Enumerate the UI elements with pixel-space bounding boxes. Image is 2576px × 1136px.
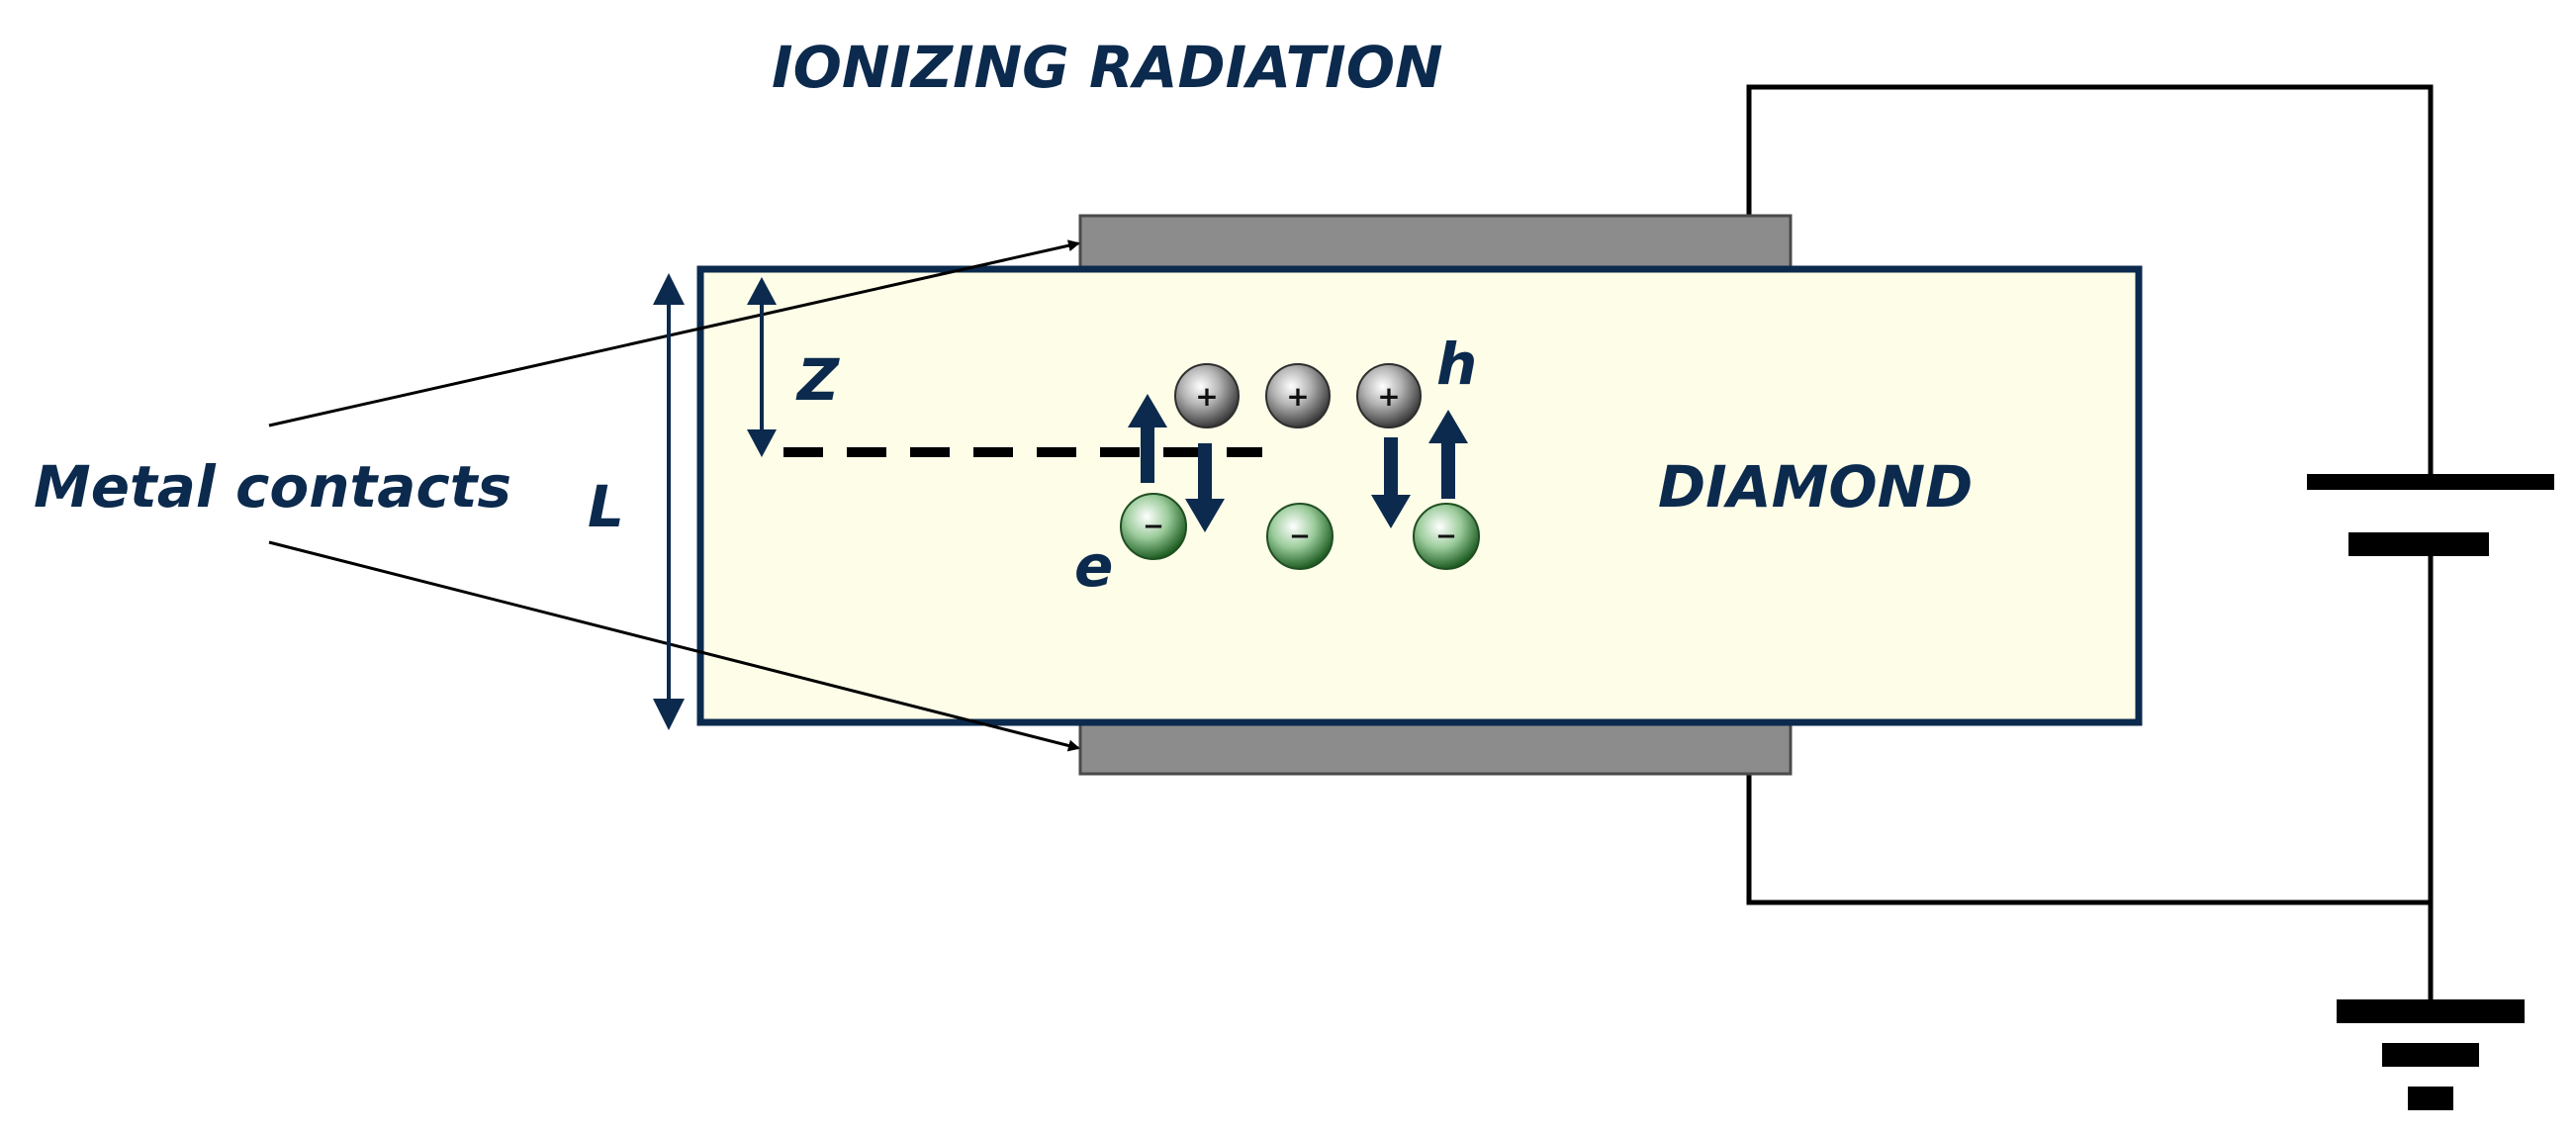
electron-label: e xyxy=(1074,532,1113,600)
hole-sign: + xyxy=(1195,380,1218,413)
pointer-top-contact xyxy=(268,239,1080,427)
diamond-label: DIAMOND xyxy=(1658,453,1973,521)
pointer-bottom-contact xyxy=(268,540,1080,752)
electron-charge: − xyxy=(1266,503,1334,570)
battery-icon xyxy=(2307,474,2554,556)
electron-charge: − xyxy=(1120,493,1187,560)
top-wire xyxy=(1746,84,2434,483)
ground-icon xyxy=(2337,999,2525,1110)
holes: + + + xyxy=(1174,363,1422,428)
hole-charge: + xyxy=(1356,363,1422,428)
electron-sign: − xyxy=(1143,512,1164,541)
arrow-up-left-icon xyxy=(1128,394,1167,483)
electrons: − − − xyxy=(1120,493,1480,570)
battery-long-plate xyxy=(2307,474,2554,490)
top-metal-contact xyxy=(1078,214,1793,271)
ground-bar-2 xyxy=(2382,1043,2479,1067)
depth-label: Z xyxy=(795,346,840,414)
hole-sign: + xyxy=(1286,380,1309,413)
electron-sign: − xyxy=(1289,521,1311,551)
depth-dimension xyxy=(747,277,777,457)
electron-charge: − xyxy=(1413,503,1480,570)
drift-arrows xyxy=(1128,394,1468,532)
thickness-arrow-head-up xyxy=(653,273,685,305)
arrow-down-left-icon xyxy=(1185,443,1225,532)
thickness-dimension xyxy=(653,273,685,730)
thickness-arrow-head-down xyxy=(653,699,685,730)
ground-bar-3 xyxy=(2408,1087,2453,1110)
arrow-down-right-icon xyxy=(1371,437,1411,528)
hole-charge: + xyxy=(1174,363,1240,428)
bottom-metal-contact xyxy=(1078,720,1793,776)
ground-bar-1 xyxy=(2337,999,2525,1023)
hole-charge: + xyxy=(1265,363,1331,428)
hole-label: h xyxy=(1436,331,1477,398)
hole-sign: + xyxy=(1377,380,1400,413)
depth-arrow-head-up xyxy=(747,277,777,305)
arrow-up-right-icon xyxy=(1428,410,1468,499)
middle-wire xyxy=(1746,546,2434,905)
electron-sign: − xyxy=(1435,521,1457,551)
diamond-slab xyxy=(696,265,2143,726)
metal-contacts-label: Metal contacts xyxy=(34,453,511,521)
circuit-wires xyxy=(1746,84,2434,1007)
title-ionizing-radiation: IONIZING RADIATION xyxy=(772,34,1443,101)
depth-arrow-head-down xyxy=(747,429,777,457)
battery-short-plate xyxy=(2348,532,2489,556)
thickness-label: L xyxy=(588,473,624,540)
